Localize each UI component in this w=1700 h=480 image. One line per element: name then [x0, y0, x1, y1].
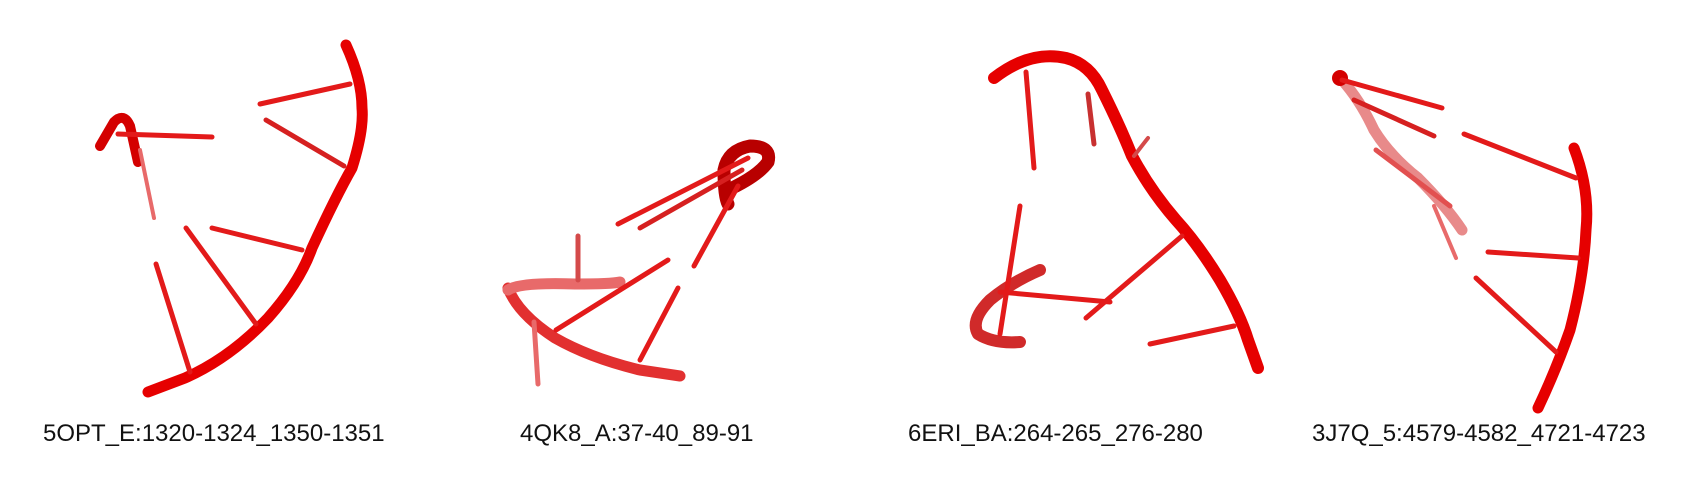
- base-pair-rung: [556, 260, 668, 330]
- backbone-strand-main: [994, 56, 1258, 368]
- base-pair-rung: [1000, 206, 1020, 334]
- base-pair-rung: [1476, 278, 1556, 352]
- base-pair-rung: [260, 84, 350, 104]
- base-pair-rung: [694, 186, 738, 266]
- base-pair-rung: [640, 288, 678, 360]
- base-pair-rung: [1488, 252, 1578, 258]
- base-pair-rung: [1088, 94, 1094, 144]
- base-pair-rung: [1086, 236, 1182, 318]
- base-pair-rung: [1376, 150, 1450, 206]
- base-pair-rung: [212, 228, 302, 250]
- base-pair-rung: [156, 264, 190, 372]
- base-pair-rung: [1134, 138, 1148, 156]
- panel-label-6eri: 6ERI_BA:264-265_276-280: [908, 420, 1203, 448]
- base-pair-rung: [1026, 72, 1034, 168]
- base-pair-rung: [1464, 134, 1576, 178]
- base-pair-rung: [266, 120, 344, 166]
- base-pair-rung: [186, 228, 256, 324]
- structure-6eri: [976, 56, 1258, 368]
- structure-4qk8: [508, 146, 769, 384]
- backbone-strand-loop: [508, 282, 620, 290]
- base-pair-rung: [1000, 292, 1110, 302]
- structure-3j7q: [1332, 70, 1587, 408]
- base-pair-rung: [118, 134, 212, 137]
- backbone-strand-main: [1538, 148, 1587, 408]
- panel-label-4qk8: 4QK8_A:37-40_89-91: [520, 420, 754, 448]
- structure-5opt: [100, 45, 362, 392]
- panel-label-3j7q: 3J7Q_5:4579-4582_4721-4723: [1312, 420, 1646, 448]
- base-pair-rung: [1150, 326, 1234, 344]
- base-pair-rung: [140, 150, 154, 218]
- structure-panels: [0, 0, 1700, 420]
- backbone-strand-small: [100, 118, 138, 162]
- panel-label-5opt: 5OPT_E:1320-1324_1350-1351: [43, 420, 385, 448]
